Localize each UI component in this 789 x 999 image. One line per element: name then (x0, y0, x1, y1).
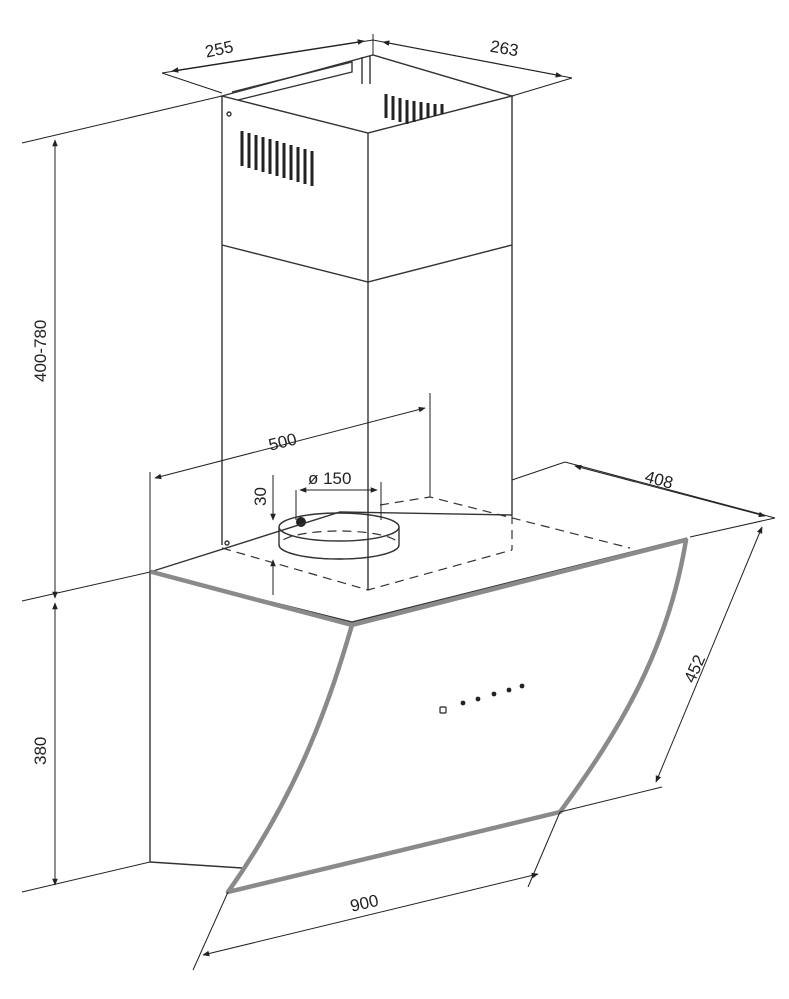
control-panel (439, 683, 525, 714)
dim-label-150: ø 150 (308, 469, 351, 488)
chimney-lower (221, 245, 513, 590)
dim-label-30: 30 (251, 487, 270, 506)
control-button-1 (439, 706, 447, 714)
dim-hood-depth: 408 (511, 461, 776, 538)
dim-outlet-height: 30 (251, 475, 276, 595)
control-button-6 (519, 683, 525, 689)
dim-label-900: 900 (348, 891, 380, 916)
dim-label-380: 380 (31, 737, 50, 765)
dim-hood-width: 900 (192, 811, 561, 971)
control-button-4 (491, 691, 497, 697)
dim-label-408: 408 (643, 467, 675, 493)
chimney-vent-slots-left (240, 131, 314, 186)
dim-label-452: 452 (680, 652, 709, 686)
hood-body (149, 511, 688, 869)
dim-label-263: 263 (489, 37, 520, 61)
glass-panel (149, 537, 689, 895)
control-button-2 (460, 700, 466, 706)
chimney-upper (219, 54, 515, 283)
chimney-footprint (221, 496, 631, 591)
dim-label-500: 500 (267, 429, 299, 454)
dim-chimney-width: 263 (372, 37, 573, 97)
chimney-vent-slots-right (384, 94, 444, 124)
dim-chimney-depth: 255 (161, 34, 374, 94)
dim-label-400-780: 400-780 (31, 320, 50, 382)
dim-outlet-diameter: ø 150 (295, 469, 382, 520)
dim-label-255: 255 (203, 37, 235, 61)
control-button-3 (475, 696, 481, 702)
dim-chimney-height: 400-780 (21, 95, 223, 602)
dim-outlet-offset: 500 (149, 393, 431, 572)
control-button-5 (506, 687, 512, 693)
dim-body-height: 380 (21, 602, 151, 893)
